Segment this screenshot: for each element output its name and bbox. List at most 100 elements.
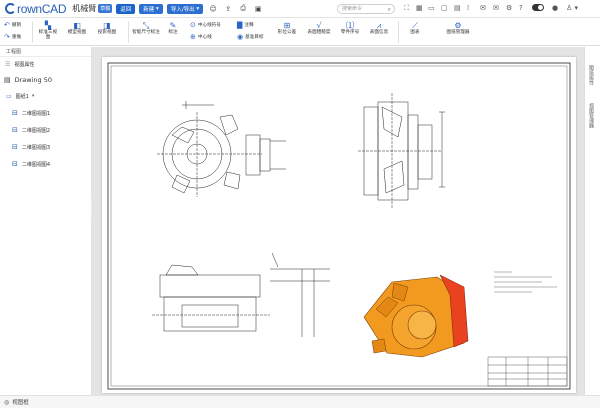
undo-icon: ↶ <box>4 21 10 29</box>
model-view-button[interactable]: ◧模型视图 <box>66 21 88 35</box>
crowncad-logo[interactable]: rownCAD <box>5 1 67 16</box>
status-text[interactable]: 视图框 <box>12 400 29 406</box>
roughness-icon: √ <box>316 21 322 30</box>
undo-label: 撤销 <box>11 23 22 28</box>
search-input[interactable]: 搜索命令 ⌕ <box>337 4 395 14</box>
view-node-label: 二维图视图4 <box>21 161 51 168</box>
user-avatar-icon[interactable]: ♙ ▾ <box>566 4 579 12</box>
view-manager-tab[interactable]: 视图管理器 <box>588 103 594 128</box>
desktop-icon[interactable]: ▢ <box>441 4 448 12</box>
help-icon[interactable]: ? <box>519 4 523 12</box>
logo-c-icon <box>5 3 16 14</box>
view-node-2[interactable]: ⊟二维图视图2 <box>0 125 92 135</box>
balloon-button[interactable]: ⑴零件序号 <box>337 21 363 35</box>
drawing-view-icon: ⊟ <box>12 160 18 168</box>
redo-button[interactable]: ↷重做 <box>4 33 21 41</box>
file-name[interactable]: 机械臂 <box>72 4 97 13</box>
import-export-button[interactable]: 导入/导出 ▾ <box>166 3 204 14</box>
sheet-border <box>107 62 571 390</box>
eye-icon: ◎ <box>4 398 10 406</box>
mail-icon[interactable]: ✉ <box>493 4 499 12</box>
annotation-label: 标注 <box>168 30 178 35</box>
view-node-label: 二维图视图3 <box>21 144 51 151</box>
view-node-4[interactable]: ⊟二维图视图4 <box>0 159 92 169</box>
drawing-view-icon: ⊟ <box>12 109 18 117</box>
print-icon[interactable]: ⎙ <box>240 4 246 12</box>
centerline-button[interactable]: ⊕中心线 <box>190 33 212 41</box>
geometric-tolerance-button[interactable]: ⊞形位公差 <box>274 21 300 35</box>
datum-target-button[interactable]: ◉基准目标 <box>237 33 264 41</box>
apps-icon[interactable]: ⁞ <box>467 4 470 12</box>
grid-icon[interactable]: ▦ <box>416 4 423 12</box>
drawing-view-icon: ⊟ <box>12 126 18 134</box>
view-node-1[interactable]: ⊟二维图视图1 <box>0 108 92 118</box>
ribbon-separator <box>128 21 129 43</box>
view-properties-row[interactable]: ☰视图属性 <box>0 59 92 69</box>
sheet-properties-tab[interactable]: 图纸属性 <box>588 65 594 85</box>
settings-icon[interactable]: ⚙ <box>506 4 513 12</box>
search-icon: ⌕ <box>387 6 391 13</box>
drawing-sheet[interactable] <box>102 57 576 393</box>
projection-view-button[interactable]: ◨投影视图 <box>96 21 118 35</box>
drawing-root[interactable]: ▤Drawing 50 <box>0 75 92 85</box>
new-button[interactable]: 新建 ▾ <box>139 3 163 14</box>
drawing-canvas[interactable] <box>92 47 584 395</box>
centerline-symbol-button[interactable]: ⊙中心线符号 <box>190 21 221 29</box>
view-properties-label: 视图属性 <box>14 61 35 68</box>
fullscreen-icon[interactable]: ⛶ <box>404 4 409 12</box>
isometric-view <box>363 274 469 358</box>
sheet-inner-border <box>110 65 568 387</box>
surface-icon: ⩘ <box>376 21 382 30</box>
save-icon[interactable]: ▣ <box>254 4 262 13</box>
share-icon[interactable]: ⇪ <box>225 4 232 13</box>
sheet-manager-button[interactable]: ⚙图纸管理器 <box>443 21 473 35</box>
search-placeholder: 搜索命令 <box>342 6 363 12</box>
chart-button[interactable]: ⟋图表 <box>404 21 426 35</box>
smart-dimension-icon: ⤡ <box>142 21 150 30</box>
chart-label: 图表 <box>410 30 420 35</box>
title-block <box>487 356 568 387</box>
file-status-badge: 草稿 <box>98 4 113 13</box>
view-node-label: 二维图视图2 <box>21 127 51 134</box>
three-view-icon: ▚ <box>44 21 52 30</box>
standard-three-view-button[interactable]: ▚标准三视图 <box>37 21 59 40</box>
surface-roughness-label: 表面粗糙度 <box>307 30 331 35</box>
new-button-label: 新建 <box>143 6 155 13</box>
top-bar: rownCAD 机械臂 草稿 返回 新建 ▾ 导入/导出 ▾ ☺ ⇪ ⎙ ▣ <box>0 0 600 18</box>
smart-dimension-button[interactable]: ⤡智能尺寸标注 <box>132 21 160 35</box>
centerline-label: 中心线 <box>197 35 212 40</box>
centerline-icon: ⊕ <box>190 33 196 41</box>
undo-button[interactable]: ↶撤销 <box>4 21 21 29</box>
chat-icon[interactable]: ✉ <box>480 4 486 12</box>
top-view <box>152 252 330 337</box>
note-label: 注释 <box>244 23 254 28</box>
monitor-icon[interactable]: ▭ <box>428 4 435 12</box>
sheet-name: 图纸1 <box>15 93 29 100</box>
chart-icon: ⟋ <box>412 21 418 30</box>
back-button[interactable]: 返回 <box>116 3 136 14</box>
feature-tree-panel: 工程图 ☰视图属性 ▤Drawing 50 ▭图纸1▾ ⊟二维图视图1 ⊟二维图… <box>0 47 92 395</box>
surface-info-button[interactable]: ⩘表面信息 <box>366 21 392 35</box>
sheet-manager-icon: ⚙ <box>454 21 462 30</box>
surface-roughness-button[interactable]: √表面粗糙度 <box>306 21 332 35</box>
annotation-button[interactable]: ✎标注 <box>164 21 182 35</box>
document-icon[interactable]: ▤ <box>454 4 461 12</box>
sheet-node[interactable]: ▭图纸1▾ <box>0 91 92 101</box>
centerline-symbol-label: 中心线符号 <box>197 23 221 28</box>
drawing-name: Drawing 50 <box>14 76 52 84</box>
balloon-label: 零件序号 <box>340 30 360 35</box>
theme-toggle[interactable] <box>532 4 544 11</box>
model-view-label: 模型视图 <box>67 30 87 35</box>
drawing-view-icon: ⊟ <box>12 143 18 151</box>
ribbon-separator <box>32 21 33 43</box>
smart-dimension-label: 智能尺寸标注 <box>132 30 160 35</box>
centerline-symbol-icon: ⊙ <box>190 21 196 29</box>
view-node-3[interactable]: ⊟二维图视图3 <box>0 142 92 152</box>
status-bar: ◎ 视图框 <box>0 395 600 408</box>
logo-text: rownCAD <box>17 1 67 16</box>
note-button[interactable]: ▇注释 <box>237 21 254 29</box>
note-icon: ▇ <box>237 21 243 29</box>
projection-view-icon: ◨ <box>103 21 111 30</box>
notification-icon[interactable]: ● <box>552 4 559 12</box>
user-group-icon[interactable]: ☺ <box>209 4 217 13</box>
